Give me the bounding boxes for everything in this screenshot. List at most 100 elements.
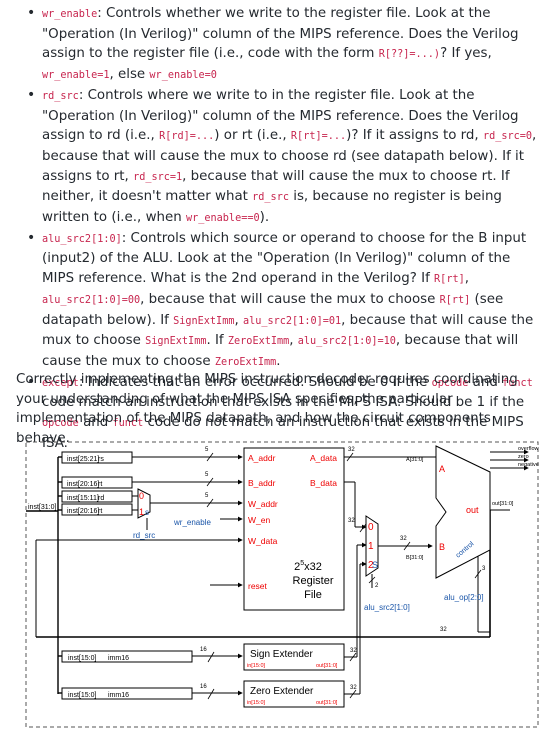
label-inst-15-11: inst[15:11] — [67, 495, 99, 502]
inline-code: wr_enable — [42, 9, 98, 20]
label-inst-20-16: inst[20:16] — [67, 481, 99, 488]
inline-code: rd_src — [252, 192, 289, 204]
label-rs: rs — [98, 456, 104, 463]
label-inst-in: inst[31:0] — [28, 504, 56, 511]
width-32e: 32 — [350, 685, 357, 691]
label-overflow: overflow — [518, 446, 539, 452]
bullet-rd-src: rd_src: Controls where we write to in th… — [27, 86, 542, 229]
text-run: , because that will cause the mux to cho… — [140, 291, 440, 307]
label-alu-a31: A[31:0] — [406, 457, 424, 463]
label-inst-25-21: inst[25:21] — [67, 456, 99, 463]
datapath-boundary — [25, 441, 539, 728]
inline-code: wr_enable=1 — [42, 70, 110, 82]
rf-title-1: 25x32 — [294, 560, 322, 573]
label-alu-op: alu_op[2:0] — [444, 593, 484, 602]
rf-w-data: W_data — [248, 536, 278, 546]
width-5a: 5 — [205, 447, 209, 453]
width-32f: 32 — [440, 627, 447, 633]
text-run: (see datapath below). If — [42, 291, 504, 328]
inline-code: rd_src — [42, 90, 79, 102]
text-run: code do not match an instruction that ex… — [42, 415, 524, 451]
inline-code: SignExtImm — [145, 336, 207, 348]
width-32a: 32 — [348, 447, 355, 453]
width-32c: 32 — [348, 518, 355, 524]
text-run: ). — [259, 210, 270, 226]
label-negative: negative — [518, 462, 539, 468]
rf-title-3: File — [304, 589, 322, 601]
datapath-diagram: inst[25:21] rs inst[20:16] rt inst[15:11… — [20, 432, 550, 729]
label-inst-15-0b: inst[15:0] — [68, 692, 96, 699]
mux2-label-0: 0 — [368, 522, 374, 533]
text-run: ) or rt (i.e., — [214, 128, 291, 144]
inline-code: funct — [112, 418, 144, 430]
text-run: , because that will cause the mux to cho… — [42, 333, 519, 369]
bullet-alu-src2: alu_src2[1:0]: Controls which source or … — [27, 229, 542, 373]
inline-code: wr_enable==0 — [186, 213, 260, 225]
alu-label-a: A — [439, 464, 445, 474]
bullet-except: except: Indicates that an error occurred… — [27, 373, 542, 454]
inline-code: opcode — [431, 377, 469, 389]
width-16b: 16 — [200, 684, 207, 690]
width-5c: 5 — [205, 493, 209, 499]
sign-ext-out: out[31:0] — [316, 663, 338, 669]
bullet-wr-enable: wr_enable: Controls whether we write to … — [27, 4, 542, 86]
text-run: and — [468, 374, 503, 390]
inline-code: R[rt] — [439, 294, 471, 306]
label-alu-b31: B[31:0] — [406, 555, 424, 561]
text-run: , else — [109, 67, 150, 83]
text-run: , because that will cause the mux to cho… — [42, 168, 510, 205]
text-run: : Controls whether we write to the regis… — [42, 6, 519, 62]
rf-b-data: B_data — [310, 478, 337, 488]
alu-label-out: out — [466, 505, 479, 515]
text-run: , — [234, 312, 243, 328]
inline-code: rd_src=1 — [133, 171, 183, 183]
inline-code: ZeroExtImm — [214, 356, 277, 368]
width-32b: 32 — [400, 536, 407, 542]
text-run: , because that will cause the mux to cho… — [42, 312, 534, 349]
datapath-svg: inst[25:21] rs inst[20:16] rt inst[15:11… — [25, 441, 539, 728]
instruction-bus — [26, 456, 62, 694]
text-run: : Indicates that an error occurred. Shou… — [78, 374, 432, 390]
text-run: , because that will cause the mux to cho… — [42, 128, 537, 184]
inline-code: alu_src2[1:0]=00 — [42, 294, 141, 306]
rf-a-addr: A_addr — [248, 453, 276, 463]
width-3: 3 — [482, 566, 486, 572]
label-inst-15-0: inst[15:0] — [68, 655, 96, 662]
sign-extender — [243, 643, 345, 671]
width-5b: 5 — [205, 472, 209, 478]
label-rd-src: rd_src — [133, 531, 155, 540]
zero-extender — [243, 680, 345, 708]
inline-code: SignExtImm — [173, 315, 235, 327]
mux1-label-s: s — [145, 508, 149, 517]
rd-src-mux — [137, 488, 151, 519]
text-run: , — [289, 333, 298, 349]
inline-code: except — [42, 377, 79, 389]
text-run: : Controls which source or operand to ch… — [42, 230, 527, 287]
label-wr-enable: wr_enable — [173, 518, 211, 527]
inline-code: alu_src2[1:0] — [42, 233, 122, 245]
text-run: code match an instruction that exists in… — [42, 395, 525, 411]
label-inst-20-16b: inst[20:16] — [67, 508, 99, 515]
text-run: ? If yes, — [440, 46, 492, 62]
summary-paragraph: Correctly implementing the MIPS instruct… — [16, 372, 518, 447]
width-16a: 16 — [200, 647, 207, 653]
inline-code: R[rd]=... — [159, 131, 215, 143]
mux1-label-0: 0 — [139, 491, 144, 501]
label-imm16: imm16 — [108, 655, 129, 662]
alu-src2-mux — [365, 515, 379, 577]
inline-code: ZeroExtImm — [227, 336, 290, 348]
rf-a-data: A_data — [310, 453, 337, 463]
signal-list: wr_enable: Controls whether we write to … — [0, 4, 550, 453]
label-rt: rt — [98, 481, 102, 488]
alu — [435, 445, 491, 579]
text-run: and — [78, 415, 113, 431]
text-run: )? If it assigns to rd, — [346, 128, 483, 144]
width-2: 2 — [375, 583, 379, 589]
inline-code: rd_src=0 — [482, 131, 533, 143]
label-zero: zero — [518, 454, 529, 460]
zero-ext-out: out[31:0] — [316, 700, 338, 706]
register-file — [243, 447, 345, 611]
inline-code: wr_enable=0 — [149, 70, 217, 82]
inline-code: R[??]=...) — [378, 49, 441, 61]
mux1-label-1: 1 — [139, 507, 144, 517]
